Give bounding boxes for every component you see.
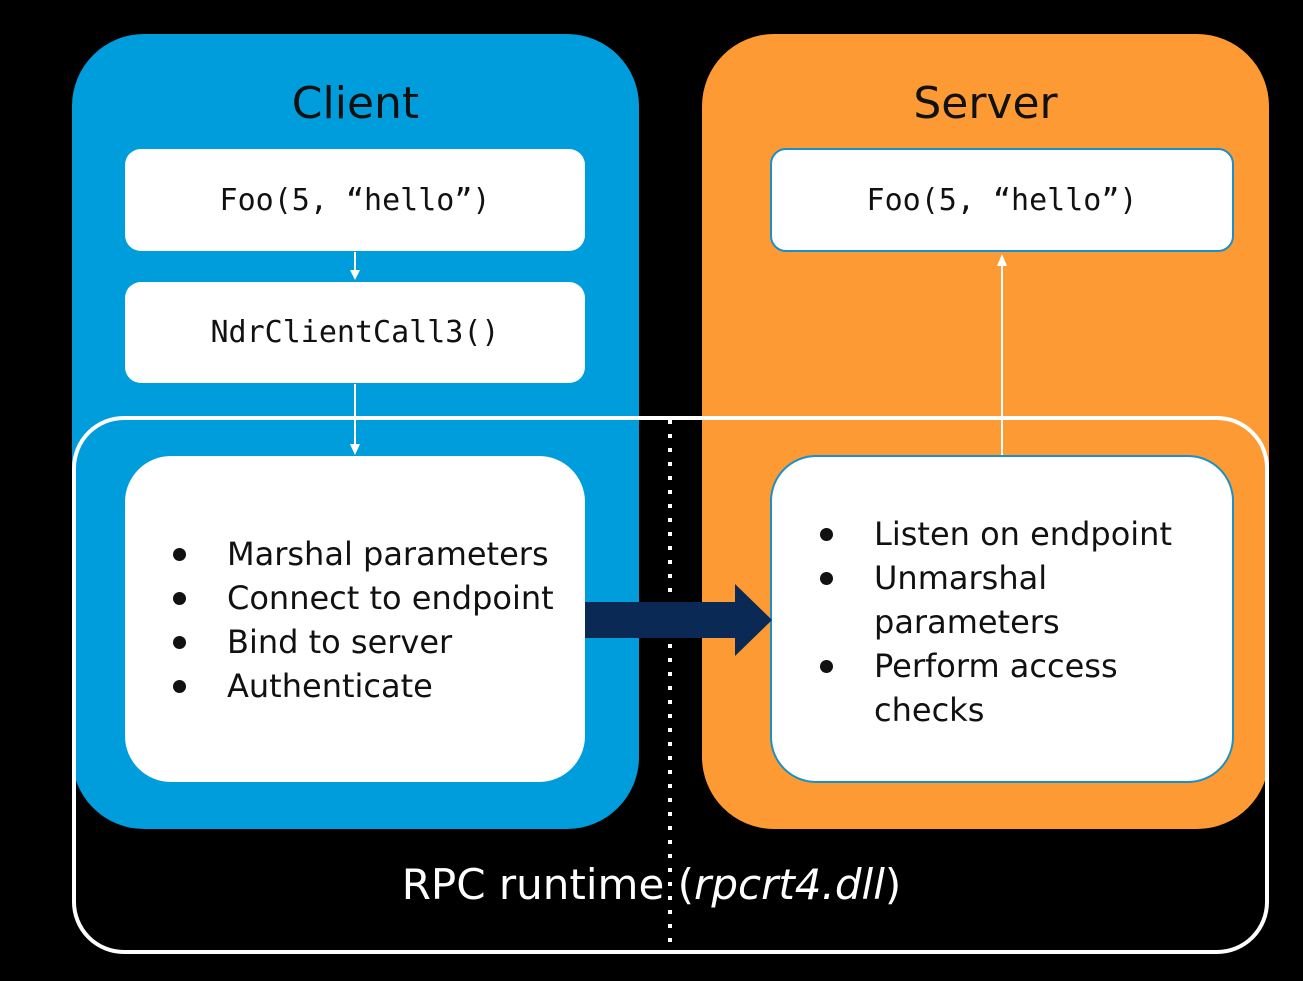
rpc-runtime-label: RPC runtime (rpcrt4.dll) bbox=[0, 860, 1303, 909]
server-call-box: Foo(5, “hello”) bbox=[770, 148, 1234, 252]
client-step: Connect to endpoint bbox=[171, 576, 554, 620]
server-title: Server bbox=[913, 78, 1058, 129]
client-step: Bind to server bbox=[171, 620, 554, 664]
client-step: Marshal parameters bbox=[171, 532, 554, 576]
client-call-text: Foo(5, “hello”) bbox=[219, 182, 491, 218]
rpc-runtime-dll-name: rpcrt4.dll bbox=[694, 860, 885, 909]
client-call-box: Foo(5, “hello”) bbox=[125, 149, 585, 251]
client-stub-box: NdrClientCall3() bbox=[125, 282, 585, 383]
client-steps-list: Marshal parameters Connect to endpoint B… bbox=[171, 532, 554, 708]
server-call-text: Foo(5, “hello”) bbox=[866, 182, 1138, 218]
server-step: Listen on endpoint bbox=[818, 512, 1178, 556]
client-step: Authenticate bbox=[171, 664, 554, 708]
client-stub-text: NdrClientCall3() bbox=[210, 315, 500, 350]
server-runtime-box: Listen on endpoint Unmarshal parameters … bbox=[770, 455, 1234, 783]
server-step: Unmarshal parameters bbox=[818, 556, 1178, 644]
server-steps-list: Listen on endpoint Unmarshal parameters … bbox=[818, 512, 1178, 732]
client-title: Client bbox=[291, 78, 420, 129]
rpc-runtime-frame bbox=[72, 416, 1269, 954]
client-stub-to-runtime-arrow bbox=[350, 384, 360, 455]
server-runtime-to-call-arrow bbox=[997, 254, 1007, 455]
client-call-to-stub-arrow bbox=[350, 252, 360, 280]
rpc-runtime-label-suffix: ) bbox=[884, 860, 902, 909]
client-runtime-box: Marshal parameters Connect to endpoint B… bbox=[125, 456, 585, 782]
rpc-transfer-arrow bbox=[585, 584, 772, 656]
rpc-runtime-label-prefix: RPC runtime ( bbox=[401, 860, 695, 909]
server-step: Perform access checks bbox=[818, 644, 1178, 732]
